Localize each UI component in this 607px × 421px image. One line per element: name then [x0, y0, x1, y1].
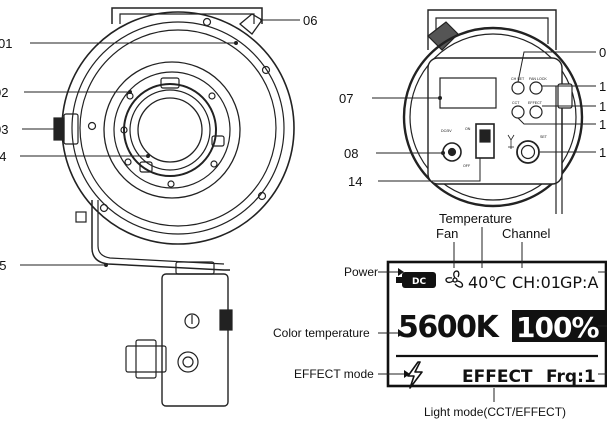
button-fan-lock[interactable]: [529, 81, 543, 95]
mount-flange-inner: [113, 71, 231, 189]
handle-knob: [125, 345, 167, 373]
lock-lever: [219, 309, 233, 331]
rear-housing-outer: [402, 26, 584, 208]
callout-12: 1: [599, 117, 606, 132]
side-knob-body: [63, 113, 79, 145]
label-color-temperature: Color temperature: [273, 326, 370, 340]
top-bracket: [111, 7, 263, 24]
label-switch-off: OFF: [463, 164, 471, 168]
front-view: [53, 7, 295, 407]
bayonet-tab: [139, 161, 153, 173]
callout-03: 03: [0, 122, 8, 137]
callout-05: 05: [0, 258, 6, 273]
yoke-arm-inner: [97, 200, 225, 265]
rear-lcd-window: [439, 77, 497, 109]
housing-groove: [79, 29, 277, 227]
front-callout-labels: 01 02 03 04 05 06: [0, 13, 317, 273]
callout-11: 1: [599, 99, 606, 114]
lcd-brightness: 100%: [516, 311, 599, 344]
yoke-arm: [91, 200, 230, 271]
lcd-temperature: 40℃: [468, 273, 506, 292]
label-knob: SET: [540, 135, 548, 139]
release-latch: [238, 13, 263, 35]
mount-flange: [103, 61, 241, 199]
lcd-diagram: Temperature Fan Channel DC 40℃ CH:01 GP:…: [273, 211, 607, 419]
callout-14: 14: [348, 174, 362, 189]
label-channel: Channel: [502, 226, 551, 241]
lcd-mode: EFFECT: [462, 367, 533, 387]
lcd-group: GP:A: [560, 273, 598, 292]
mount-screw: [177, 351, 199, 373]
label-power: Power: [344, 265, 378, 279]
label-ch-set: CH SET: [511, 77, 525, 81]
label-fan-lock: FAN LOCK: [529, 77, 547, 81]
housing-screws: [87, 17, 271, 213]
callout-01: 01: [0, 36, 12, 51]
rear-panel-labels: DC/5V ON OFF CH SET FAN LOCK CCT EFFECT …: [441, 77, 548, 168]
callout-10: 1: [599, 79, 606, 94]
lcd-frequency: Frq:1: [546, 367, 596, 387]
brightness-block: [512, 310, 606, 342]
button-effect[interactable]: [529, 105, 543, 119]
mount-block: [161, 273, 229, 407]
effect-bolt-icon: [407, 361, 423, 389]
callout-04: 04: [0, 149, 6, 164]
label-effect-mode: EFFECT mode: [294, 367, 374, 381]
label-effect: EFFECT: [528, 101, 543, 105]
top-bracket-inner: [119, 13, 255, 24]
label-switch-on: ON: [465, 127, 471, 131]
power-badge-text: DC: [412, 277, 426, 287]
bayonet-ring: [123, 83, 217, 177]
lcd-cct: 5600K: [398, 310, 500, 345]
bayonet-tab: [211, 135, 225, 147]
power-switch[interactable]: [475, 123, 495, 159]
power-icon: DC: [396, 272, 436, 288]
rear-view: [402, 9, 584, 214]
rear-callout-labels: 07 08 0 1 1 1 1 14: [339, 45, 606, 189]
rear-top-bracket: [427, 9, 557, 50]
housing-inner-ring: [71, 21, 285, 235]
rear-housing-inner: [409, 33, 577, 201]
callout-13: 1: [599, 145, 606, 160]
callout-07: 07: [339, 91, 353, 106]
lcd-channel: CH:01: [512, 273, 561, 292]
fan-icon: [445, 270, 464, 288]
label-dc-input: DC/5V: [441, 129, 452, 133]
callout-09: 0: [599, 45, 606, 60]
bayonet-lip: [129, 89, 211, 171]
control-knob[interactable]: [516, 140, 540, 164]
callout-02: 02: [0, 85, 8, 100]
rear-leaders: [372, 51, 596, 182]
front-leaders: [20, 19, 300, 267]
housing-outer-ring: [61, 11, 295, 245]
label-fan: Fan: [436, 226, 458, 241]
label-light-mode: Light mode(CCT/EFFECT): [424, 405, 566, 419]
lens: [137, 97, 203, 163]
side-knob-cap: [53, 117, 65, 141]
lock-symbol: [184, 313, 200, 329]
label-temperature: Temperature: [439, 211, 512, 226]
callout-08: 08: [344, 146, 358, 161]
label-cct: CCT: [512, 101, 520, 105]
callout-06: 06: [303, 13, 317, 28]
bayonet-tab: [160, 77, 180, 89]
yoke-clip: [75, 211, 87, 223]
